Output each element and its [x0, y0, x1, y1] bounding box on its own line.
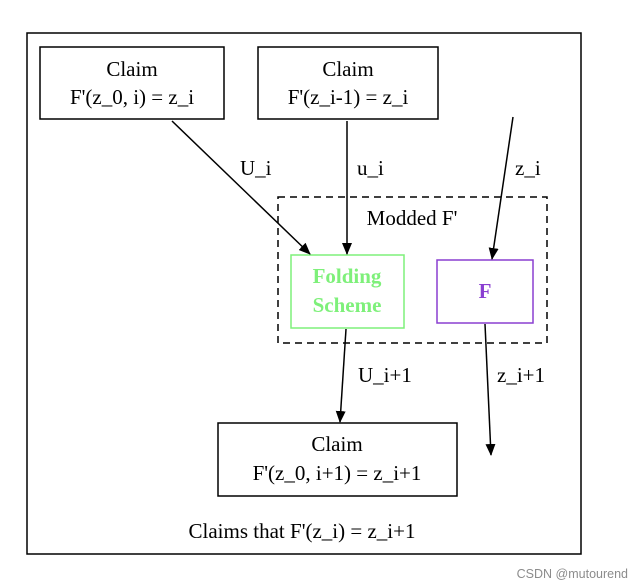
edge-u-i-lower: u_i: [342, 121, 384, 255]
f-node-label: F: [479, 279, 492, 303]
edge-u-i-plus-1: U_i+1: [335, 328, 412, 423]
edge-z-i-plus-1: z_i+1: [484, 323, 545, 456]
modded-cluster-label: Modded F': [367, 206, 458, 230]
edge-z-i-plus-1-label: z_i+1: [497, 363, 545, 387]
edge-z-i: z_i: [488, 116, 541, 260]
folding-scheme-line1: Folding: [313, 264, 382, 288]
claim-next-formula: F'(z_0, i+1) = z_i+1: [253, 461, 422, 485]
f-node: F: [436, 259, 534, 324]
claim-next-title: Claim: [311, 432, 362, 456]
watermark-text: CSDN @mutourend: [517, 567, 628, 581]
claim-next-node: Claim F'(z_0, i+1) = z_i+1: [217, 422, 458, 497]
edge-u-i-plus-1-label: U_i+1: [358, 363, 412, 387]
folding-scheme-node: Folding Scheme: [290, 254, 405, 329]
claim-start-node: Claim F'(z_0, i) = z_i: [39, 46, 225, 120]
edge-z-i-label: z_i: [515, 156, 541, 180]
claim-prev-formula: F'(z_i-1) = z_i: [288, 85, 409, 109]
outer-cluster: Claims that F'(z_i) = z_i+1: [26, 32, 582, 555]
edge-u-i-upper: U_i: [171, 120, 311, 255]
folding-scheme-line2: Scheme: [313, 293, 382, 317]
claim-start-title: Claim: [106, 57, 157, 81]
outer-cluster-label: Claims that F'(z_i) = z_i+1: [189, 519, 416, 543]
claim-start-formula: F'(z_0, i) = z_i: [70, 85, 194, 109]
claim-prev-node: Claim F'(z_i-1) = z_i: [257, 46, 439, 120]
edge-u-i-upper-label: U_i: [240, 156, 272, 180]
modded-cluster: Modded F': [277, 196, 548, 344]
edge-u-i-lower-label: u_i: [357, 156, 384, 180]
claim-prev-title: Claim: [322, 57, 373, 81]
